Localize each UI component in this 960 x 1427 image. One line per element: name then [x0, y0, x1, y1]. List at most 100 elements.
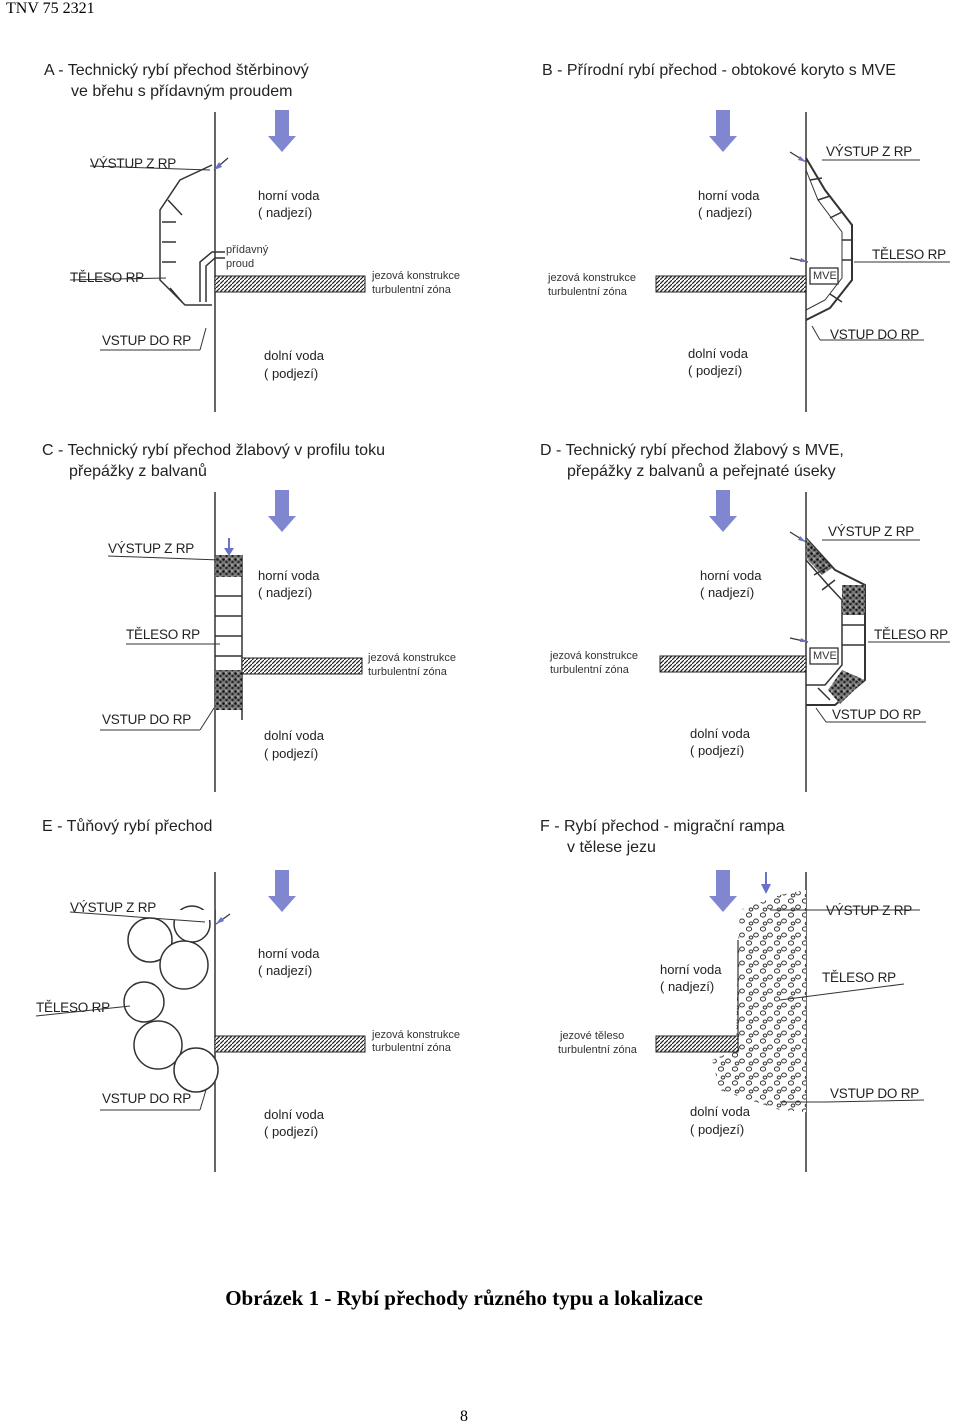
- mve-label: MVE: [813, 650, 837, 662]
- lower-water-sub: ( podjezí): [264, 746, 319, 761]
- lower-water-label: dolní voda: [264, 728, 324, 743]
- migration-ramp: [712, 890, 806, 1112]
- panel-a-title-line2: ve břehu s přídavným proudem: [71, 83, 293, 100]
- exit-label: VÝSTUP Z RP: [826, 903, 913, 918]
- entry-label: VSTUP DO RP: [102, 712, 192, 727]
- panel-f-drawing: [655, 870, 925, 1172]
- upper-water-label: horní voda: [258, 188, 320, 203]
- panel-c-drawing: [100, 490, 363, 792]
- fish-pass-outline: [805, 157, 853, 321]
- body-label: TĚLESO RP: [36, 1000, 110, 1015]
- weir-label: jezová konstrukce: [550, 650, 639, 662]
- panel-d-drawing: [659, 490, 950, 792]
- exit-label: VÝSTUP Z RP: [828, 524, 915, 539]
- fish-pass-outline: [805, 537, 866, 706]
- flow-arrow-icon: [709, 110, 737, 152]
- panel-d-title-line1: D - Technický rybí přechod žlabový s MVE…: [540, 442, 844, 459]
- body-label: TĚLESO RP: [70, 270, 144, 285]
- entry-label: VSTUP DO RP: [830, 327, 920, 342]
- gravel-bottom: [215, 670, 242, 710]
- page-number: 8: [460, 1408, 468, 1425]
- lower-water-label: dolní voda: [690, 1104, 750, 1119]
- panel-a-title-line1: A - Technický rybí přechod štěrbinový: [44, 62, 309, 79]
- upper-water-sub: ( nadjezí): [700, 585, 755, 600]
- body-label: TĚLESO RP: [126, 627, 200, 642]
- panel-d-title-line2: přepážky z balvanů a peřejnaté úseky: [567, 463, 836, 480]
- exit-label: VÝSTUP Z RP: [108, 541, 195, 556]
- panel-f-title-line2: v tělese jezu: [567, 839, 656, 856]
- panel-f-title-line1: F - Rybí přechod - migrační rampa: [540, 818, 785, 835]
- entry-label: VSTUP DO RP: [102, 333, 192, 348]
- upper-water-label: horní voda: [700, 568, 762, 583]
- exit-label: VÝSTUP Z RP: [70, 900, 157, 915]
- panel-c: C - Technický rybí přechod žlabový v pro…: [0, 420, 480, 800]
- entry-label: VSTUP DO RP: [830, 1086, 920, 1101]
- weir-label: jezová konstrukce: [372, 270, 461, 282]
- panel-a: A - Technický rybí přechod štěrbinový ve…: [0, 40, 480, 420]
- weir-structure: [659, 655, 807, 673]
- entry-label: VSTUP DO RP: [832, 707, 922, 722]
- lower-water-label: dolní voda: [688, 346, 748, 361]
- gravel-top: [215, 555, 242, 577]
- weir-structure: [655, 275, 807, 293]
- lower-water-sub: ( podjezí): [690, 1122, 745, 1137]
- upper-water-sub: ( nadjezí): [698, 205, 753, 220]
- weir-sub: turbulentní zóna: [558, 1044, 637, 1056]
- figure-caption: Obrázek 1 - Rybí přechody různého typu a…: [225, 1286, 703, 1310]
- weir-sub: turbulentní zóna: [550, 664, 629, 676]
- upper-water-label: horní voda: [660, 962, 722, 977]
- lower-water-sub: ( podjezí): [264, 1124, 319, 1139]
- document-header: TNV 75 2321: [6, 0, 95, 17]
- lower-water-sub: ( podjezí): [264, 366, 319, 381]
- panel-c-title: C - Technický rybí přechod žlabový v pro…: [42, 440, 385, 482]
- exit-label: VÝSTUP Z RP: [826, 144, 913, 159]
- weir-label: jezová konstrukce: [372, 1029, 461, 1041]
- lower-water-sub: ( podjezí): [688, 363, 743, 378]
- panel-b: B - Přírodní rybí přechod - obtokové kor…: [480, 40, 960, 420]
- weir-label: jezová konstrukce: [548, 272, 637, 284]
- flow-arrow-icon: [709, 870, 737, 912]
- weir-label: jezová konstrukce: [368, 652, 457, 664]
- upper-water-label: horní voda: [698, 188, 760, 203]
- flow-arrow-icon: [268, 870, 296, 912]
- flow-arrow-icon: [709, 490, 737, 532]
- fish-pass-outline: [159, 164, 213, 306]
- panel-f: F - Rybí přechod - migrační rampa v těle…: [480, 800, 960, 1180]
- lower-water-sub: ( podjezí): [690, 743, 745, 758]
- flow-arrow-icon: [268, 110, 296, 152]
- panel-e-drawing: [35, 870, 366, 1172]
- weir-sub: turbulentní zóna: [372, 284, 451, 296]
- weir-sub: turbulentní zóna: [368, 666, 447, 678]
- body-label: TĚLESO RP: [874, 627, 948, 642]
- weir-body: [655, 1035, 739, 1053]
- weir-label: jezové těleso: [560, 1030, 625, 1042]
- panel-b-title: B - Přírodní rybí přechod - obtokové kor…: [542, 62, 896, 79]
- body-label: TĚLESO RP: [822, 970, 896, 985]
- extra-flow-sub: proud: [226, 258, 255, 270]
- lower-water-label: dolní voda: [264, 1107, 324, 1122]
- flow-arrow-icon: [268, 490, 296, 532]
- upper-water-sub: ( nadjezí): [258, 963, 313, 978]
- panel-e-title: E - Tůňový rybí přechod: [42, 818, 213, 835]
- mve-box: [809, 267, 839, 285]
- upper-water-label: horní voda: [258, 568, 320, 583]
- upper-water-sub: ( nadjezí): [660, 979, 715, 994]
- panel-f-title: F - Rybí přechod - migrační rampa v těle…: [540, 816, 785, 858]
- panel-c-title-line1: C - Technický rybí přechod žlabový v pro…: [42, 442, 385, 459]
- lower-water-label: dolní voda: [264, 348, 324, 363]
- mve-label: MVE: [813, 270, 837, 282]
- upper-water-sub: ( nadjezí): [258, 205, 313, 220]
- weir-sub: turbulentní zóna: [372, 1042, 451, 1054]
- mve-box: [809, 647, 839, 665]
- upper-water-sub: ( nadjezí): [258, 585, 313, 600]
- weir-sub: turbulentní zóna: [548, 286, 627, 298]
- body-label: TĚLESO RP: [872, 247, 946, 262]
- panel-c-title-line2: přepážky z balvanů: [69, 463, 207, 480]
- entry-label: VSTUP DO RP: [102, 1091, 192, 1106]
- pool-chain: [123, 905, 219, 1093]
- weir-structure: [214, 1035, 366, 1053]
- weir-structure: [241, 657, 363, 675]
- panel-d: D - Technický rybí přechod žlabový s MVE…: [480, 420, 960, 800]
- exit-label: VÝSTUP Z RP: [90, 156, 177, 171]
- extra-flow-label: přídavný: [226, 244, 269, 256]
